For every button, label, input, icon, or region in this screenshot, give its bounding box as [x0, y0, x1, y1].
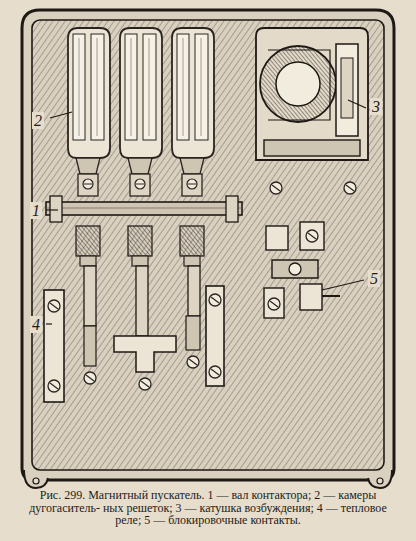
leader-line [50, 112, 72, 118]
leader-line [46, 323, 52, 324]
callout-number: 2 [32, 112, 44, 129]
figure-caption: Рис. 299. Магнитный пускатель. 1 — вал к… [22, 489, 394, 527]
leader-line [46, 209, 58, 210]
leader-line [348, 100, 366, 108]
callout-number: 3 [370, 98, 382, 115]
leader-line [322, 280, 364, 290]
callout-number: 1 [30, 202, 42, 219]
callout-number: 5 [368, 270, 380, 287]
callout-number: 4 [30, 316, 42, 333]
